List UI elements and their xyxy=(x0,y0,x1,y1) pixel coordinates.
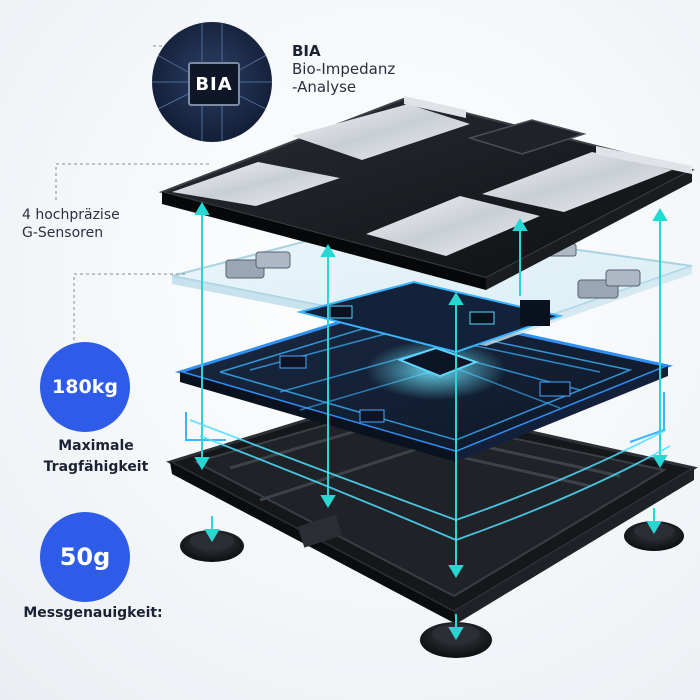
top-platform xyxy=(158,96,695,290)
accuracy-value: 50g xyxy=(59,543,111,571)
bia-subtitle-line2: -Analyse xyxy=(292,78,357,96)
bia-chip-icon: BIA xyxy=(188,62,240,106)
inner-pcb xyxy=(296,280,564,354)
bia-subtitle-line1: Bio-Impedanz xyxy=(292,60,396,78)
capacity-label-line1: Maximale xyxy=(58,438,134,454)
bottom-housing xyxy=(166,396,698,624)
bia-title: BIA xyxy=(292,42,321,60)
accuracy-badge: 50g xyxy=(40,512,130,602)
sensor-label-line1: 4 hochpräzise xyxy=(22,207,120,223)
capacity-value: 180kg xyxy=(52,376,118,398)
sensor-arrows xyxy=(194,202,668,640)
bia-subtitle: Bio-Impedanz -Analyse xyxy=(292,60,395,96)
sensor-label: 4 hochpräzise G-Sensoren xyxy=(22,206,120,242)
glow-trace xyxy=(189,419,671,541)
capacity-badge: 180kg xyxy=(40,342,130,432)
sensor-label-line2: G-Sensoren xyxy=(22,225,104,241)
sensor-arrow-icon xyxy=(194,202,210,215)
capacity-label-line2: Tragfähigkeit xyxy=(43,459,149,475)
bia-badge: BIA xyxy=(152,22,272,142)
circuit-pattern-icon xyxy=(152,22,272,142)
capacity-label: Maximale Tragfähigkeit xyxy=(16,436,176,478)
accuracy-label: Messgenauigkeit: xyxy=(23,605,163,621)
